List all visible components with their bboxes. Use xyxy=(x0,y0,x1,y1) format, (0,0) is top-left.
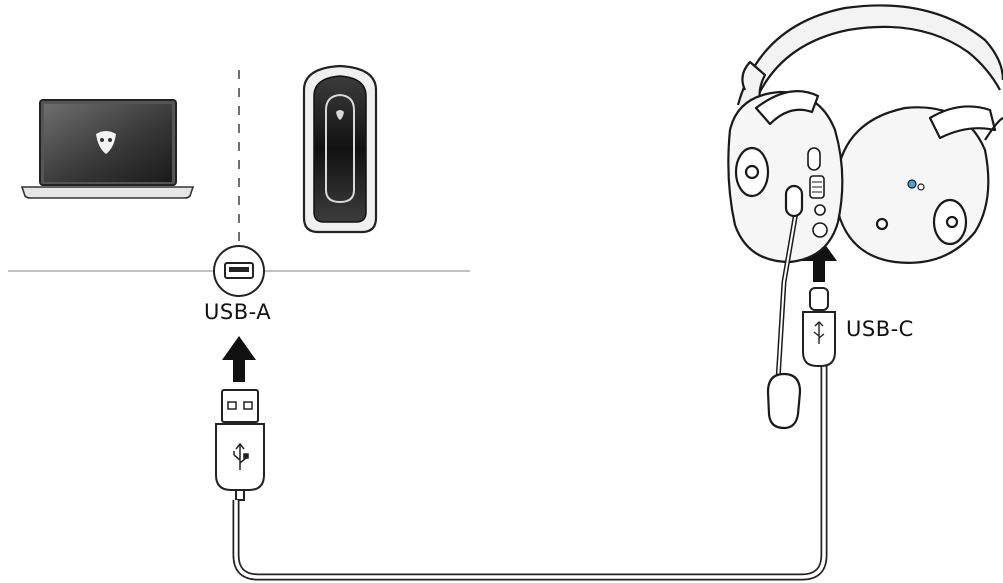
usb-a-label: USB-A xyxy=(204,300,271,324)
desktop-tower-icon xyxy=(304,66,376,232)
usb-c-label: USB-C xyxy=(846,317,914,341)
arrow-up-icon xyxy=(222,336,256,382)
usb-cable xyxy=(236,366,824,577)
usb-a-plug-icon xyxy=(216,390,264,500)
usb-a-port-icon xyxy=(214,246,264,296)
usb-c-plug-icon xyxy=(803,288,835,366)
laptop-icon xyxy=(22,100,193,198)
headset-icon xyxy=(728,5,1003,428)
